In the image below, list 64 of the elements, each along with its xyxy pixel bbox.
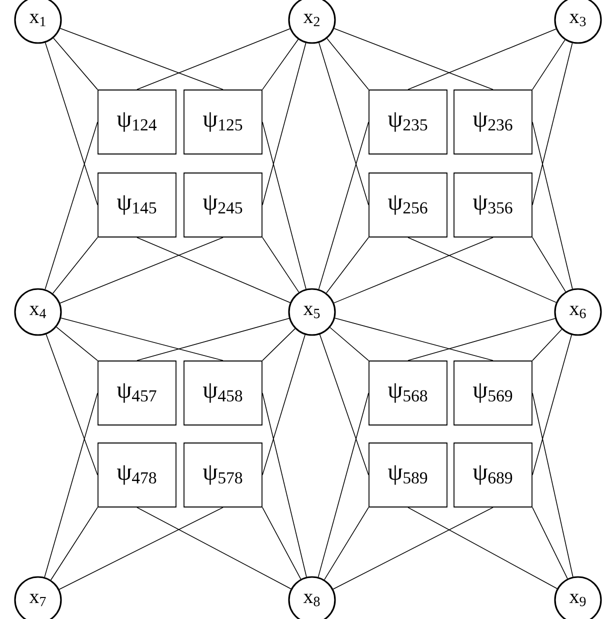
- connector-line: [532, 334, 572, 476]
- connector-line: [262, 392, 307, 578]
- connector-line: [136, 318, 290, 361]
- factor-box: ψ$_{458}$: [184, 360, 262, 426]
- connector-line: [532, 392, 574, 578]
- connector-line: [44, 392, 98, 578]
- connector-line: [262, 328, 296, 361]
- connector-line: [532, 328, 562, 361]
- connector-line: [532, 122, 573, 290]
- factor-box: ψ$_{689}$: [454, 442, 532, 508]
- factor-box: ψ$_{589}$: [368, 442, 448, 508]
- factor-box: ψ$_{569}$: [454, 360, 532, 426]
- connector-line: [532, 237, 566, 292]
- connector-line: [532, 507, 568, 580]
- connector-line: [326, 38, 369, 90]
- connector-line: [58, 507, 224, 590]
- connector-line: [44, 122, 98, 290]
- factor-box: ψ$_{235}$: [368, 90, 448, 154]
- factor-box: ψ$_{478}$: [98, 442, 176, 508]
- connector-line: [60, 237, 224, 304]
- connector-line: [46, 334, 98, 476]
- connector-line: [319, 334, 369, 476]
- factor-box: ψ$_{236}$: [454, 90, 532, 154]
- connector-line: [262, 42, 306, 206]
- connector-line: [408, 507, 558, 590]
- connector-line: [262, 38, 299, 90]
- connector-line: [408, 237, 557, 303]
- factor-box: ψ$_{124}$: [98, 90, 176, 154]
- factor-box: ψ$_{356}$: [454, 172, 532, 238]
- factor-box: ψ$_{256}$: [368, 172, 448, 238]
- connector-line: [332, 507, 494, 590]
- connector-line: [318, 392, 369, 578]
- connector-line: [334, 237, 494, 304]
- connector-line: [408, 318, 556, 361]
- connector-line: [318, 42, 369, 206]
- connector-line: [56, 326, 98, 361]
- connector-line: [53, 38, 98, 90]
- connector-line: [52, 237, 98, 294]
- connector-line: [136, 507, 292, 590]
- connector-line: [136, 28, 290, 90]
- connector-line: [262, 334, 306, 476]
- factor-box: ψ$_{245}$: [184, 172, 262, 238]
- factor-box: ψ$_{457}$: [98, 360, 176, 426]
- connector-line: [60, 318, 224, 361]
- connector-line: [60, 28, 224, 90]
- connector-line: [532, 42, 573, 206]
- connector-line: [318, 122, 369, 290]
- connector-line: [262, 507, 302, 580]
- connector-line: [408, 28, 556, 90]
- connector-line: [334, 28, 494, 90]
- factor-box: ψ$_{145}$: [98, 172, 176, 238]
- connector-line: [136, 237, 290, 304]
- connector-line: [334, 318, 494, 361]
- connector-line: [44, 42, 98, 206]
- connector-line: [532, 40, 566, 90]
- factor-box: ψ$_{125}$: [184, 90, 262, 154]
- connector-line: [262, 122, 306, 290]
- factor-box: ψ$_{568}$: [368, 360, 448, 426]
- connector-line: [326, 237, 369, 294]
- factor-box: ψ$_{578}$: [184, 442, 262, 508]
- connector-line: [50, 507, 98, 580]
- connector-line: [324, 507, 369, 580]
- connector-line: [262, 237, 300, 293]
- connector-line: [330, 327, 369, 361]
